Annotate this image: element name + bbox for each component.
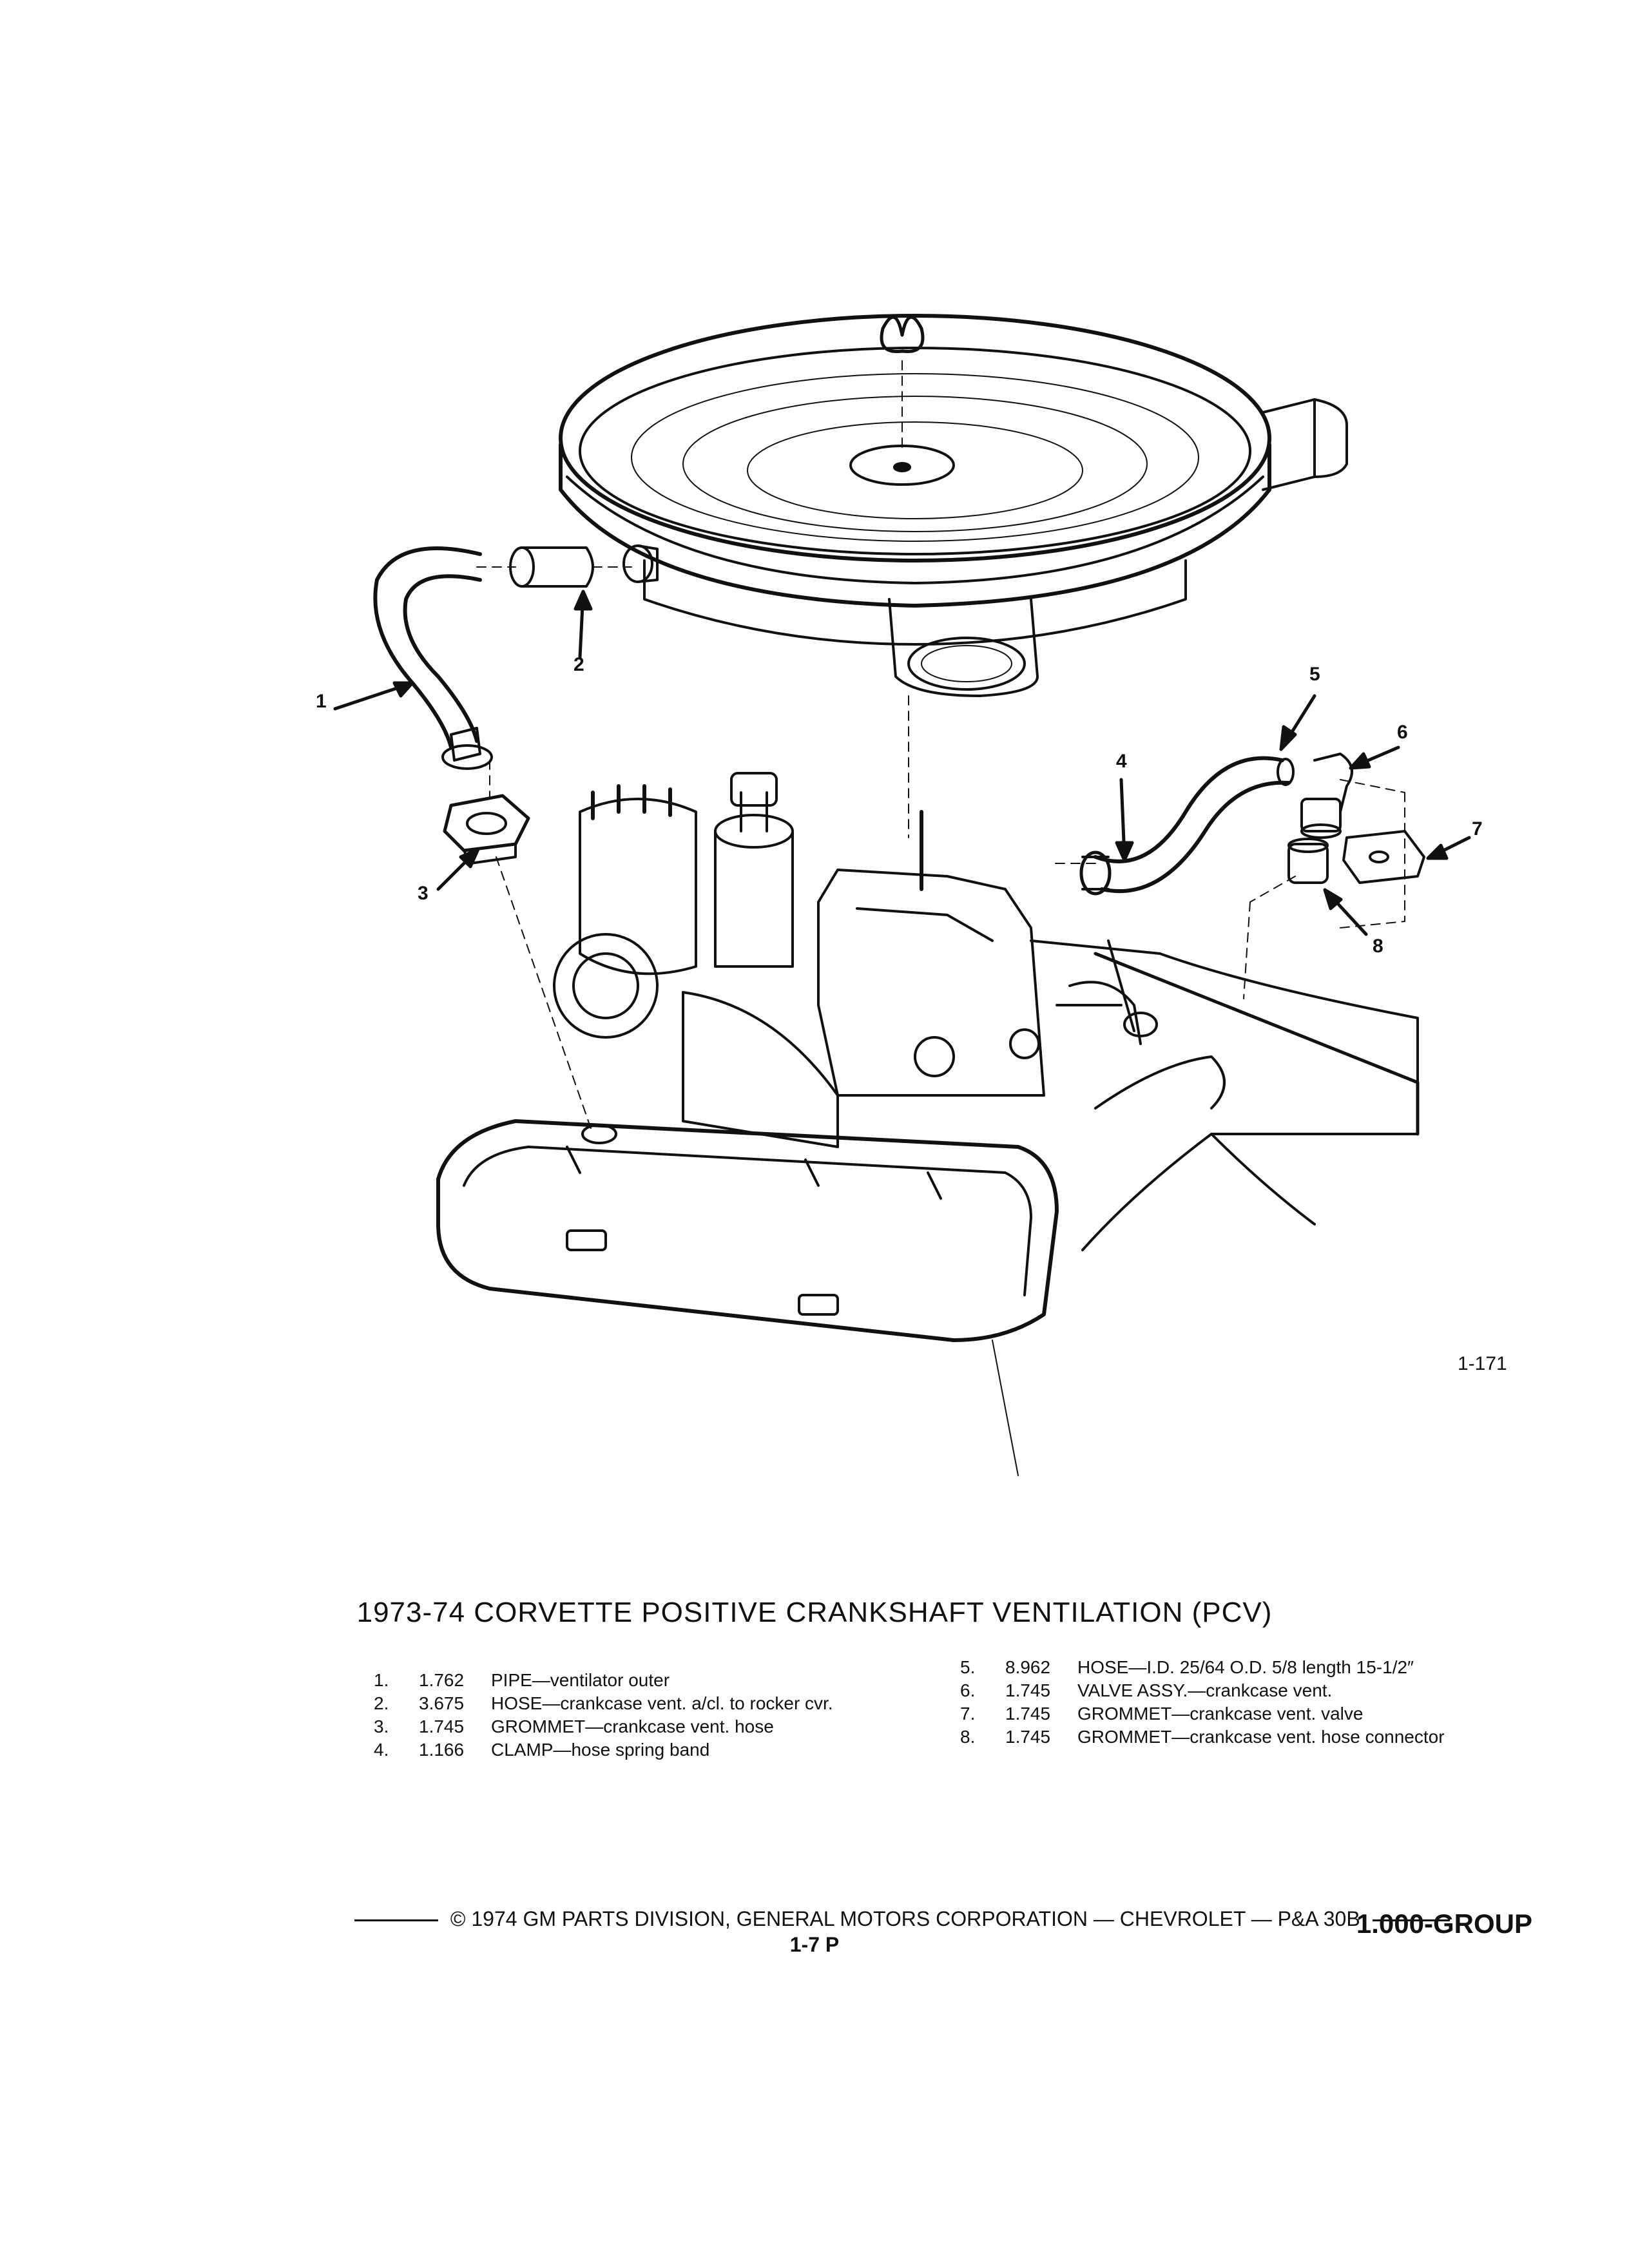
part-2-hose bbox=[509, 546, 594, 588]
footer-copyright-line: © 1974 GM PARTS DIVISION, GENERAL MOTORS… bbox=[354, 1907, 1450, 1931]
engine bbox=[436, 772, 1420, 1476]
part-number: 7. bbox=[960, 1704, 976, 1724]
part-number: 4. bbox=[374, 1740, 389, 1760]
part-4-clamp bbox=[1079, 850, 1112, 896]
callout-2: 2 bbox=[574, 654, 584, 675]
part-code: 3.675 bbox=[419, 1693, 465, 1713]
part-description: PIPE—ventilator outer bbox=[491, 1670, 670, 1690]
part-code: 1.166 bbox=[419, 1740, 465, 1760]
part-row: 1. 1.762 PIPE—ventilator outer bbox=[374, 1669, 833, 1692]
callout-7: 7 bbox=[1472, 818, 1483, 840]
part-1-pipe bbox=[373, 546, 493, 770]
part-number: 2. bbox=[374, 1693, 389, 1713]
part-row: 6. 1.745 VALVE ASSY.—crankcase vent. bbox=[960, 1679, 1445, 1702]
part-number: 5. bbox=[960, 1657, 976, 1677]
part-row: 2. 3.675 HOSE—crankcase vent. a/cl. to r… bbox=[374, 1692, 833, 1715]
part-description: GROMMET—crankcase vent. hose connector bbox=[1077, 1727, 1445, 1747]
part-number: 1. bbox=[374, 1670, 389, 1690]
part-8-grommet bbox=[1287, 838, 1329, 884]
callout-6: 6 bbox=[1397, 722, 1408, 743]
part-number: 6. bbox=[960, 1680, 976, 1700]
part-6-valve bbox=[1300, 753, 1353, 839]
part-description: HOSE—crankcase vent. a/cl. to rocker cvr… bbox=[491, 1693, 833, 1713]
part-code: 1.745 bbox=[1005, 1727, 1051, 1747]
callout-5: 5 bbox=[1309, 664, 1320, 685]
callout-1: 1 bbox=[316, 691, 327, 712]
part-code: 1.745 bbox=[419, 1716, 465, 1736]
part-5-hose bbox=[1094, 756, 1295, 894]
part-description: HOSE—I.D. 25/64 O.D. 5/8 length 15-1/2″ bbox=[1077, 1657, 1414, 1677]
part-code: 8.962 bbox=[1005, 1657, 1051, 1677]
part-row: 3. 1.745 GROMMET—crankcase vent. hose bbox=[374, 1715, 833, 1738]
part-code: 1.745 bbox=[1005, 1680, 1051, 1700]
group-number: 1.000-GROUP bbox=[1356, 1908, 1532, 1939]
part-code: 1.745 bbox=[1005, 1704, 1051, 1724]
callout-4: 4 bbox=[1116, 751, 1127, 772]
part-row: 5. 8.962 HOSE—I.D. 25/64 O.D. 5/8 length… bbox=[960, 1656, 1445, 1679]
leader-lines bbox=[476, 360, 1405, 1135]
pcv-exploded-diagram bbox=[333, 314, 1471, 1476]
footer-rule-right bbox=[1372, 1919, 1450, 1922]
part-number: 3. bbox=[374, 1716, 389, 1736]
part-description: VALVE ASSY.—crankcase vent. bbox=[1077, 1680, 1333, 1700]
figure-id: 1-171 bbox=[1458, 1353, 1507, 1374]
footer-rule-left bbox=[354, 1919, 438, 1922]
part-3-grommet bbox=[443, 794, 530, 865]
part-7-grommet bbox=[1342, 830, 1425, 884]
part-number: 8. bbox=[960, 1727, 976, 1747]
page-number: 1-7 P bbox=[789, 1933, 840, 1956]
part-code: 1.762 bbox=[419, 1670, 465, 1690]
part-description: CLAMP—hose spring band bbox=[491, 1740, 710, 1760]
parts-list-left: 1. 1.762 PIPE—ventilator outer 2. 3.675 … bbox=[374, 1669, 833, 1762]
part-row: 7. 1.745 GROMMET—crankcase vent. valve bbox=[960, 1702, 1445, 1725]
footer-copyright: © 1974 GM PARTS DIVISION, GENERAL MOTORS… bbox=[450, 1907, 1360, 1930]
callout-8: 8 bbox=[1373, 936, 1383, 957]
part-row: 4. 1.166 CLAMP—hose spring band bbox=[374, 1738, 833, 1762]
callout-arrows bbox=[333, 590, 1471, 936]
part-description: GROMMET—crankcase vent. valve bbox=[1077, 1704, 1364, 1724]
part-row: 8. 1.745 GROMMET—crankcase vent. hose co… bbox=[960, 1725, 1445, 1749]
air-cleaner bbox=[559, 314, 1348, 697]
callout-3: 3 bbox=[418, 883, 429, 904]
diagram-title: 1973-74 CORVETTE POSITIVE CRANKSHAFT VEN… bbox=[356, 1597, 1273, 1628]
parts-list-right: 5. 8.962 HOSE—I.D. 25/64 O.D. 5/8 length… bbox=[960, 1656, 1445, 1749]
part-description: GROMMET—crankcase vent. hose bbox=[491, 1716, 774, 1736]
